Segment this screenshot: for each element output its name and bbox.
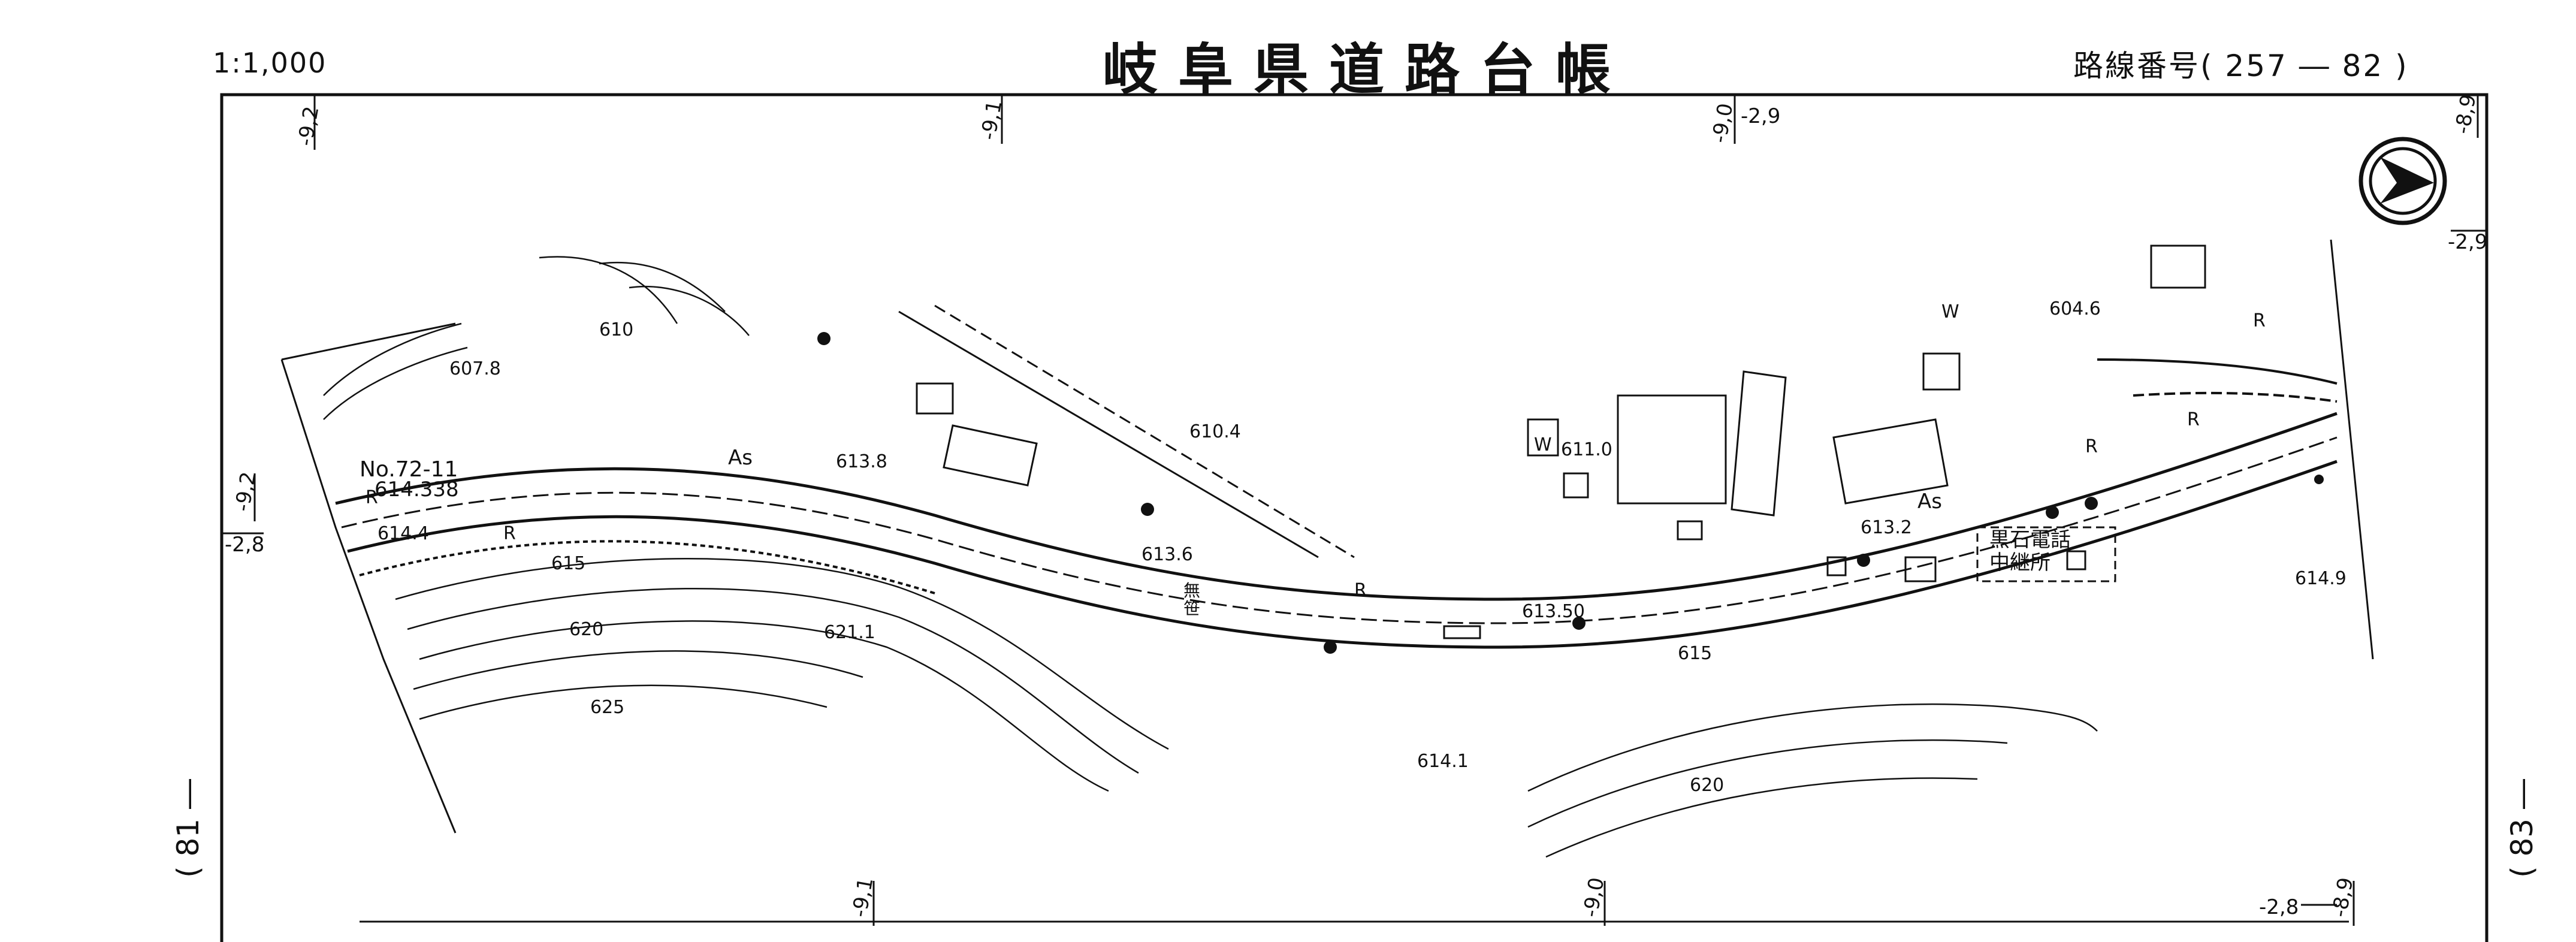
grid-label-bottom-3: -2,8 [2259, 895, 2299, 919]
grid-label-left-1: -9,2 [230, 470, 261, 513]
road-mark-9: W [1534, 434, 1552, 455]
spot-height-11: 621.1 [824, 622, 875, 643]
spot-height-9: 604.6 [2049, 298, 2101, 319]
grid-label-top-4: -8,9 [2450, 92, 2481, 135]
road-mark-10: W [1941, 301, 1959, 322]
grid-label-top-3: -9,0 [1707, 101, 1738, 144]
contour-label-4: 625 [590, 697, 624, 718]
survey-boundary [280, 239, 2374, 834]
benchmark-elevation: 614.338 [375, 478, 459, 502]
route-number: 路線番号( 257 ― 82 ) [2073, 49, 2409, 83]
grid-label-top-3b: -2,9 [1741, 104, 1780, 128]
benchmark-id: No.72-11 [360, 457, 458, 482]
spot-height-8: 613.2 [1861, 517, 1912, 538]
spot-height-10: 614.9 [2295, 568, 2347, 589]
grid-label-right-1: -2,9 [2448, 230, 2487, 254]
contour-label-2: 615 [551, 553, 585, 574]
grid-label-top-1: -9,2 [293, 104, 324, 147]
contour-lines [323, 256, 2098, 858]
spot-height-2: 614.4 [378, 523, 429, 544]
shrine-mark-2: 笹 [1183, 599, 1200, 618]
sheet-title: 岐阜県道路台帳 [1103, 38, 1632, 102]
contour-label-5: 615 [1678, 643, 1712, 664]
spot-height-7: 613.50 [1522, 601, 1585, 622]
road-mark-8: R [2253, 310, 2266, 331]
shrine-mark-1: 無 [1183, 581, 1200, 600]
buildings [916, 244, 2206, 639]
facility-line-2: 中継所 [1989, 551, 2050, 575]
facility-box [1976, 526, 2116, 582]
spot-height-4: 610.4 [1189, 421, 1241, 442]
map-frame-border [220, 93, 2489, 942]
grid-label-left-2: -2,8 [225, 533, 264, 557]
road-mark-3: R [366, 487, 378, 508]
spot-height-5: 611.0 [1561, 439, 1612, 460]
survey-points [817, 332, 2324, 654]
scale-label: 1:1,000 [213, 47, 327, 79]
road-mark-1: As [728, 446, 753, 470]
contour-label-3: 620 [569, 619, 603, 640]
spot-height-12: 614.1 [1417, 751, 1469, 772]
road-mark-5: R [1354, 580, 1367, 601]
contour-label-1: 610 [599, 319, 633, 340]
spot-height-3: 613.8 [836, 451, 887, 472]
contour-label-6: 620 [1690, 775, 1724, 796]
spot-height-1: 607.8 [449, 358, 501, 379]
road-mark-7: R [2187, 409, 2200, 430]
north-arrow-icon [2358, 137, 2447, 225]
facility-line-1: 黒石電話 [1989, 528, 2071, 552]
road-mark-6: R [2085, 436, 2098, 457]
road-mark-4: R [503, 523, 516, 544]
spot-height-6: 613.6 [1141, 544, 1193, 565]
road-mark-2: As [1917, 490, 1942, 514]
road [335, 304, 2338, 649]
